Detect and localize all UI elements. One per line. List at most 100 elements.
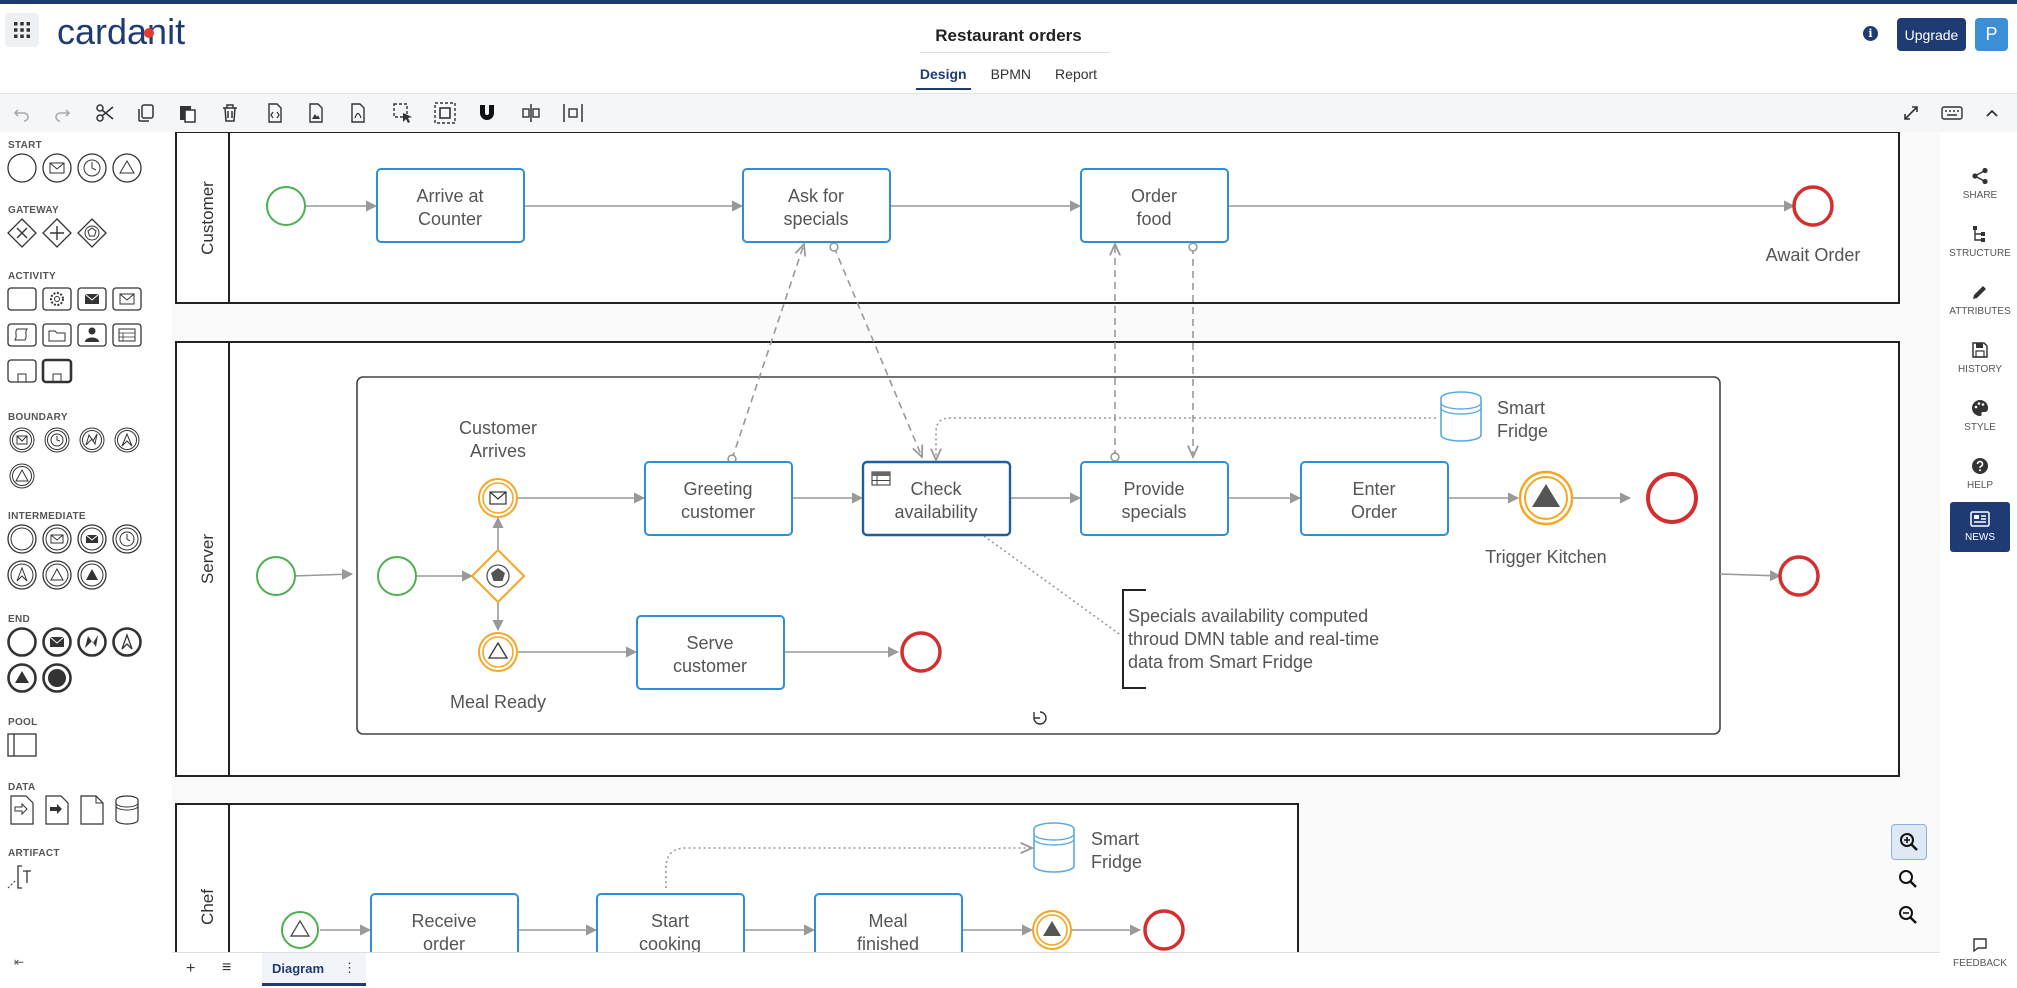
distribute-button[interactable] [561, 101, 585, 125]
palette-exclusive-gateway[interactable] [6, 217, 38, 249]
zoom-out-button[interactable] [1891, 898, 1925, 932]
diagram-tab-menu[interactable]: ⋮ [343, 960, 356, 975]
text-annotation[interactable]: Specials availability computed throud DM… [1122, 589, 1379, 689]
signal-catch-meal-ready[interactable] [478, 632, 518, 672]
start-event-subprocess[interactable] [377, 556, 417, 596]
paste-button[interactable] [175, 101, 199, 125]
signal-throw-chef[interactable] [1032, 910, 1072, 950]
align-button[interactable] [519, 101, 543, 125]
palette-event-gateway[interactable] [76, 217, 108, 249]
palette-intermediate-escalation[interactable] [6, 559, 38, 591]
palette-start-event[interactable] [6, 152, 38, 184]
task-order-food[interactable]: Order food [1080, 168, 1229, 243]
space-tool-button[interactable] [433, 101, 457, 125]
sidebar-item-news[interactable]: NEWS [1950, 502, 2010, 552]
sidebar-item-help[interactable]: HELP [1950, 446, 2010, 502]
zoom-fit-button[interactable] [1891, 824, 1927, 860]
palette-boundary-error[interactable] [76, 424, 108, 456]
cut-button[interactable] [93, 101, 117, 125]
diagram-tab[interactable]: Diagram ⋮ [262, 953, 366, 986]
task-arrive-at-counter[interactable]: Arrive at Counter [376, 168, 525, 243]
lasso-select-button[interactable] [391, 101, 415, 125]
task-provide-specials[interactable]: Provide specials [1080, 461, 1229, 536]
palette-subprocess[interactable] [6, 355, 38, 387]
palette-boundary-message[interactable] [6, 424, 38, 456]
sidebar-item-history[interactable]: HISTORY [1950, 330, 2010, 386]
end-event-server[interactable] [1778, 555, 1820, 597]
palette-intermediate-none[interactable] [6, 523, 38, 555]
sidebar-item-style[interactable]: STYLE [1950, 388, 2010, 444]
collapse-palette-button[interactable]: ⇤ [14, 955, 25, 969]
sidebar-item-structure[interactable]: STRUCTURE [1949, 214, 2011, 270]
diagram-list-button[interactable]: ≡ [222, 959, 232, 976]
palette-business-rule-task[interactable] [111, 319, 143, 351]
palette-pool[interactable] [6, 729, 38, 761]
palette-script-task[interactable] [6, 319, 38, 351]
apps-menu-button[interactable] [5, 13, 39, 47]
feedback-button[interactable]: FEEDBACK [1950, 930, 2010, 976]
message-catch-customer-arrives[interactable] [478, 478, 518, 518]
tab-bpmn[interactable]: BPMN [990, 66, 1032, 82]
export-image-button[interactable] [304, 101, 328, 125]
start-event-server[interactable] [256, 556, 296, 596]
end-event-subprocess-main[interactable] [1646, 472, 1698, 524]
palette-task[interactable] [6, 283, 38, 315]
palette-intermediate-timer[interactable] [111, 523, 143, 555]
redo-button[interactable] [50, 101, 74, 125]
palette-data-object[interactable] [76, 794, 108, 826]
palette-signal-end[interactable] [6, 662, 38, 694]
palette-message-end[interactable] [41, 626, 73, 658]
palette-boundary-timer[interactable] [41, 424, 73, 456]
task-receive-order[interactable]: Receive order [370, 893, 519, 952]
task-enter-order[interactable]: Enter Order [1300, 461, 1449, 536]
palette-send-task[interactable] [76, 283, 108, 315]
palette-message-start[interactable] [41, 152, 73, 184]
start-event-customer[interactable] [266, 186, 306, 226]
export-pdf-button[interactable] [346, 101, 370, 125]
palette-data-store[interactable] [111, 794, 143, 826]
palette-data-input[interactable] [6, 794, 38, 826]
palette-text-annotation[interactable] [6, 860, 38, 892]
palette-intermediate-signal-throw[interactable] [76, 559, 108, 591]
diagram-canvas[interactable]: Customer Server Chef [172, 132, 1940, 952]
task-serve-customer[interactable]: Serve customer [636, 615, 785, 690]
palette-call-activity[interactable] [41, 355, 73, 387]
add-diagram-button[interactable]: + [186, 960, 196, 977]
palette-intermediate-signal-catch[interactable] [41, 559, 73, 591]
data-store-smart-fridge-server[interactable] [1440, 391, 1482, 442]
snap-button[interactable] [475, 101, 499, 125]
task-greeting-customer[interactable]: Greeting customer [644, 461, 793, 536]
end-event-serve[interactable] [900, 631, 942, 673]
palette-service-task[interactable] [41, 283, 73, 315]
event-based-gateway[interactable] [470, 548, 526, 604]
end-event-chef[interactable] [1143, 909, 1185, 951]
info-icon[interactable]: i [1863, 26, 1878, 41]
user-avatar[interactable]: P [1975, 18, 2008, 51]
task-ask-for-specials[interactable]: Ask for specials [742, 168, 891, 243]
task-start-cooking[interactable]: Start cooking [596, 893, 745, 952]
task-meal-finished[interactable]: Meal finished [814, 893, 963, 952]
palette-intermediate-message-catch[interactable] [41, 523, 73, 555]
signal-throw-trigger-kitchen[interactable] [1518, 470, 1574, 526]
palette-timer-start[interactable] [76, 152, 108, 184]
palette-parallel-gateway[interactable] [41, 217, 73, 249]
upgrade-button[interactable]: Upgrade [1897, 18, 1966, 51]
palette-error-end[interactable] [76, 626, 108, 658]
palette-user-task[interactable] [76, 319, 108, 351]
tab-report[interactable]: Report [1055, 66, 1098, 82]
undo-button[interactable] [10, 101, 34, 125]
palette-intermediate-message-throw[interactable] [76, 523, 108, 555]
export-xml-button[interactable] [263, 101, 287, 125]
fullscreen-button[interactable] [1899, 101, 1923, 125]
collapse-toolbar-button[interactable] [1980, 101, 2004, 125]
palette-terminate-end[interactable] [41, 662, 73, 694]
tab-design[interactable]: Design [915, 66, 971, 90]
keyboard-shortcuts-button[interactable] [1940, 101, 1964, 125]
palette-end-event[interactable] [6, 626, 38, 658]
palette-boundary-signal[interactable] [6, 460, 38, 492]
copy-button[interactable] [134, 101, 158, 125]
zoom-in-button[interactable] [1891, 862, 1925, 896]
palette-receive-task[interactable] [111, 283, 143, 315]
palette-signal-start[interactable] [111, 152, 143, 184]
palette-data-output[interactable] [41, 794, 73, 826]
